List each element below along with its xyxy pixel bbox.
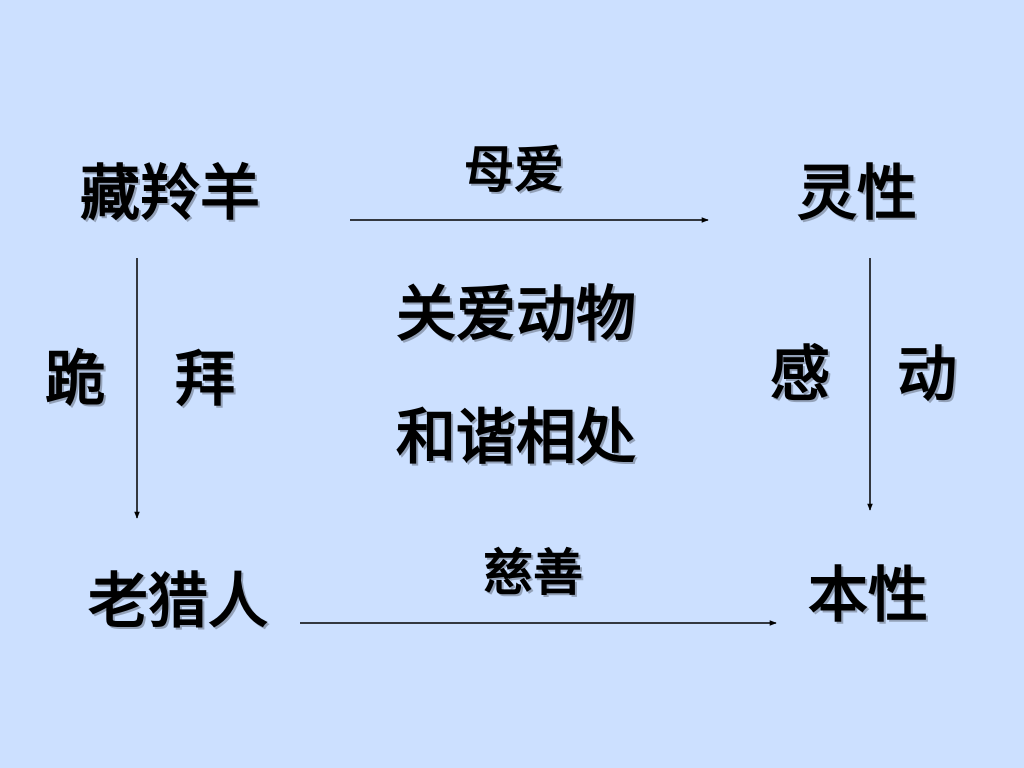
center-line-harmony: 和谐相处 bbox=[396, 403, 636, 473]
node-old-hunter: 老猎人 bbox=[88, 567, 268, 637]
edge-label-maternal-love: 母爱 bbox=[464, 141, 564, 199]
edge-label-worship: 拜 bbox=[175, 345, 235, 415]
center-line-care-animals: 关爱动物 bbox=[396, 280, 636, 350]
edge-label-feel: 感 bbox=[770, 340, 830, 410]
edge-label-kneel: 跪 bbox=[45, 345, 105, 415]
edge-label-kindness: 慈善 bbox=[483, 544, 583, 602]
node-nature: 本性 bbox=[808, 561, 928, 631]
node-tibetan-antelope: 藏羚羊 bbox=[80, 159, 260, 229]
edge-label-move: 动 bbox=[897, 340, 957, 410]
node-spirituality: 灵性 bbox=[797, 159, 917, 229]
